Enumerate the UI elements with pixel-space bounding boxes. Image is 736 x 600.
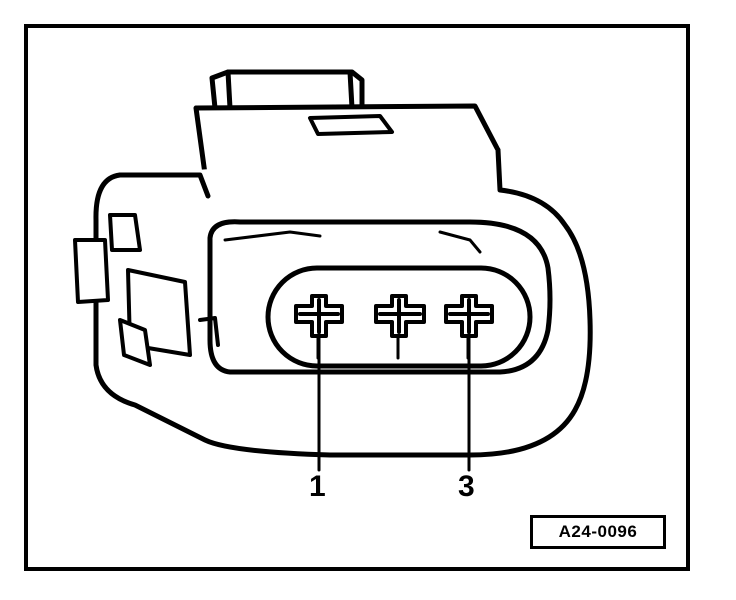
pin-label-3: 3 bbox=[458, 470, 475, 503]
left-clip bbox=[73, 213, 192, 367]
figure-reference-code: A24-0096 bbox=[530, 515, 666, 549]
pin-label-1: 1 bbox=[309, 470, 326, 503]
terminal-pin-2 bbox=[374, 294, 426, 360]
